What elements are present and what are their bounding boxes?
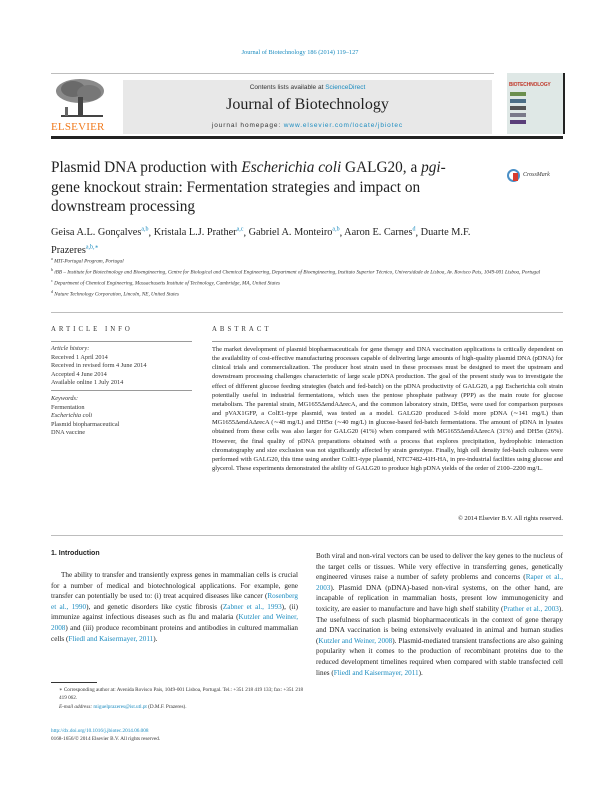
author[interactable]: Gabriel A. Monteiroa,b: [248, 227, 340, 239]
journal-banner: Contents lists available at ScienceDirec…: [123, 80, 492, 134]
cover-title: BIOTECHNOLOGY: [509, 82, 551, 88]
doi-block: http://dx.doi.org/10.1016/j.jbiotec.2014…: [51, 727, 311, 744]
sciencedirect-link[interactable]: ScienceDirect: [325, 84, 366, 91]
history-item: Accepted 4 June 2014: [51, 370, 107, 378]
header-rule: [51, 136, 563, 139]
keyword: Escherichia coli: [51, 412, 93, 419]
publisher-wordmark: ELSEVIER: [51, 121, 105, 133]
footnote: ∗ Corresponding author at: Avenida Rovis…: [59, 687, 304, 710]
affiliation: b iBB – Institute for Biotechnology and …: [51, 267, 541, 276]
divider: [212, 341, 563, 342]
affiliation: a MIT-Portugal Program, Portugal: [51, 256, 124, 265]
author[interactable]: Kristala L.J. Prathera,c: [153, 227, 244, 239]
affiliations: a MIT-Portugal Program, Portugal b iBB –…: [51, 255, 541, 299]
paragraph: The ability to transfer and transiently …: [51, 571, 299, 643]
footnote-rule: [51, 682, 97, 683]
divider: [51, 390, 192, 391]
citation-link[interactable]: Raper et al., 2003: [316, 573, 563, 592]
citation-link[interactable]: Fliedl and Kaisermayer, 2011: [68, 634, 154, 643]
article-title: Plasmid DNA production with Escherichia …: [51, 159, 446, 215]
citation-link[interactable]: Fliedl and Kaisermayer, 2011: [333, 668, 419, 677]
divider: [51, 535, 563, 536]
homepage-link[interactable]: www.elsevier.com/locate/jbiotec: [283, 122, 404, 129]
author[interactable]: Aaron E. Carnesd: [344, 227, 416, 239]
cover-image: [510, 113, 526, 117]
crossmark-icon: [507, 169, 520, 182]
doi-link[interactable]: http://dx.doi.org/10.1016/j.jbiotec.2014…: [51, 728, 149, 734]
cover-image: [510, 106, 526, 110]
homepage-line: journal homepage: www.elsevier.com/locat…: [211, 122, 404, 129]
tree-icon: [53, 77, 107, 121]
author-list: Geisa A.L. Gonçalvesa,b, Kristala L.J. P…: [51, 227, 471, 256]
crossmark-button[interactable]: CrossMark: [507, 169, 567, 187]
keyword: Plasmid biopharmaceutical: [51, 420, 120, 428]
paragraph: Both viral and non-viral vectors can be …: [316, 552, 563, 677]
keyword: Fermentation: [51, 403, 85, 411]
copyright: © 2014 Elsevier B.V. All rights reserved…: [457, 515, 563, 522]
history-item: Received in revised form 4 June 2014: [51, 362, 147, 369]
history-item: Available online 1 July 2014: [51, 379, 124, 386]
affiliation: d Nature Technology Corporation, Lincoln…: [51, 289, 179, 298]
citation-link[interactable]: Kutzler and Weiner, 2008: [51, 613, 298, 632]
author[interactable]: Geisa A.L. Gonçalvesa,b: [51, 227, 149, 239]
keywords: Keywords: Fermentation Escherichia coli …: [51, 395, 201, 438]
abstract-heading: ABSTRACT: [212, 326, 272, 333]
journal-cover-thumbnail: BIOTECHNOLOGY: [507, 73, 565, 134]
citation-link[interactable]: Kutzler and Weiner, 2008: [318, 636, 393, 645]
divider: [51, 341, 192, 342]
cover-image: [510, 120, 526, 124]
intro-right-column: Both viral and non-viral vectors can be …: [316, 551, 563, 678]
history-item: Received 1 April 2014: [51, 353, 108, 361]
contents-line: Contents lists available at ScienceDirec…: [249, 84, 366, 91]
cover-image: [510, 92, 526, 96]
citation-link[interactable]: Zabner et al., 1993: [222, 602, 282, 611]
article-info-heading: ARTICLE INFO: [51, 326, 133, 333]
issn-line: 0168-1656/© 2014 Elsevier B.V. All right…: [51, 736, 161, 743]
journal-title: Journal of Biotechnology: [226, 96, 389, 113]
cover-image: [510, 99, 526, 103]
article-history: Article history: Received 1 April 2014 R…: [51, 345, 201, 388]
divider: [51, 312, 563, 313]
keyword: DNA vaccine: [51, 429, 86, 436]
intro-left-column: The ability to transfer and transiently …: [51, 570, 298, 644]
citation-link[interactable]: Prather et al., 2003: [503, 604, 559, 613]
author[interactable]: Duarte M.F. Prazeresa,b,∗: [51, 227, 471, 256]
section-heading: 1. Introduction: [51, 550, 100, 557]
divider: [51, 73, 494, 74]
affiliation: c Department of Chemical Engineering, Ma…: [51, 278, 280, 287]
elsevier-logo: ELSEVIER: [51, 77, 111, 133]
email-link[interactable]: miguelprazeres@ist.utl.pt: [93, 703, 147, 710]
journal-reference[interactable]: Journal of Biotechnology 186 (2014) 119–…: [241, 49, 359, 56]
abstract-text: The market development of plasmid biopha…: [212, 346, 563, 473]
citation-link[interactable]: Rosenberg et al., 1990: [51, 592, 298, 611]
